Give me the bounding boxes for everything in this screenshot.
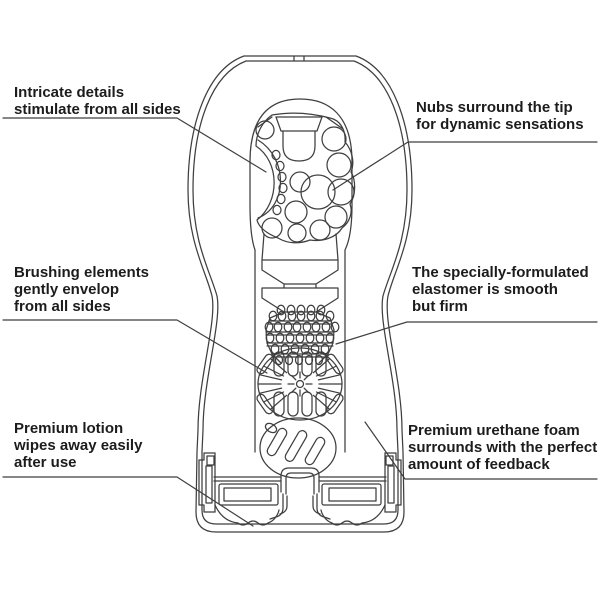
- callout-line: elastomer is smooth: [412, 281, 558, 298]
- callout-brushing-elements: Brushing elements gently envelop from al…: [14, 264, 149, 315]
- callout-line: Intricate details: [14, 84, 125, 101]
- callout-line: stimulate from all sides: [14, 101, 181, 118]
- callout-line: The specially-formulated: [412, 264, 589, 281]
- callout-line: Premium lotion: [14, 420, 124, 437]
- leader-elastomer: [335, 321, 598, 345]
- inner-sleeve: [249, 98, 353, 453]
- leader-brushing-elements: [2, 319, 268, 374]
- leader-urethane-foam: [364, 421, 598, 480]
- callout-premium-lotion: Premium lotion wipes away easily after u…: [14, 420, 142, 471]
- callout-nubs: Nubs surround the tip for dynamic sensat…: [416, 99, 584, 133]
- callout-urethane-foam: Premium urethane foam surrounds with the…: [408, 422, 597, 473]
- starburst-brush: [256, 347, 344, 421]
- base-assembly: [198, 452, 402, 526]
- leader-lines: [2, 117, 598, 527]
- callout-line: wipes away easily: [14, 437, 143, 454]
- callout-intricate-details: Intricate details stimulate from all sid…: [14, 84, 181, 118]
- foam-pad-right: [321, 483, 382, 506]
- leader-intricate-details: [2, 117, 267, 173]
- bellows-ridges: [261, 233, 339, 313]
- callout-line: Premium urethane foam: [408, 422, 580, 439]
- foam-pad-left: [218, 483, 279, 506]
- brush-nub-rows: [264, 304, 340, 366]
- tip-nub-chamber: [255, 112, 356, 244]
- cup-outer-shell: [187, 55, 413, 533]
- callout-line: gently envelop: [14, 281, 120, 298]
- callout-line: surrounds with the perfect: [408, 439, 598, 456]
- squiggle-chamber: [259, 417, 337, 479]
- callout-line: after use: [14, 454, 77, 471]
- callout-elastomer: The specially-formulated elastomer is sm…: [412, 264, 589, 315]
- callout-line: from all sides: [14, 298, 111, 315]
- leader-nubs: [332, 141, 598, 191]
- callout-line: Brushing elements: [14, 264, 150, 281]
- callout-line: Nubs surround the tip: [416, 99, 573, 116]
- top-vent-notch: [293, 55, 305, 62]
- callout-line: amount of feedback: [408, 456, 550, 473]
- callout-line: but firm: [412, 298, 468, 315]
- leader-premium-lotion: [2, 476, 254, 527]
- callout-line: for dynamic sensations: [416, 116, 584, 133]
